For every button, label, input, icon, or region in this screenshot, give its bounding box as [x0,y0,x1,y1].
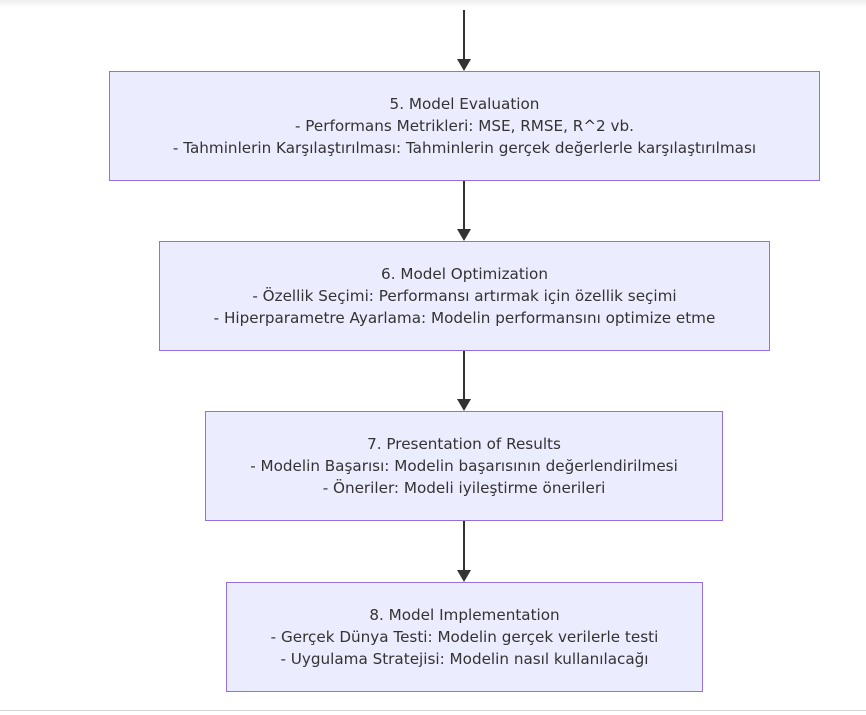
node-line: - Hiperparametre Ayarlama: Modelin perfo… [213,309,716,327]
node-title: 7. Presentation of Results [367,435,561,453]
node-line: - Tahminlerin Karşılaştırılması: Tahminl… [172,139,757,157]
top-edge-shadow [0,0,866,8]
bottom-divider [0,710,866,711]
node-line: - Modelin Başarısı: Modelin başarısının … [250,457,678,475]
arrowhead-5 [457,59,471,71]
node-model-optimization[interactable]: 6. Model Optimization - Özellik Seçimi: … [159,241,770,351]
node-title: 6. Model Optimization [381,265,548,283]
node-line: - Özellik Seçimi: Performansı artırmak i… [252,287,677,305]
node-presentation-of-results[interactable]: 7. Presentation of Results - Modelin Baş… [205,411,723,521]
node-line: - Performans Metrikleri: MSE, RMSE, R^2 … [295,117,634,135]
node-line: - Uygulama Stratejisi: Modelin nasıl kul… [280,650,649,668]
node-title: 5. Model Evaluation [389,95,540,113]
arrowhead-7 [457,399,471,411]
node-model-implementation[interactable]: 8. Model Implementation - Gerçek Dünya T… [226,582,703,692]
node-model-evaluation[interactable]: 5. Model Evaluation - Performans Metrikl… [109,71,820,181]
node-line: - Öneriler: Modeli iyileştirme önerileri [322,479,606,497]
arrowhead-8 [457,570,471,582]
arrowhead-6 [457,229,471,241]
node-title: 8. Model Implementation [369,606,560,624]
node-line: - Gerçek Dünya Testi: Modelin gerçek ver… [270,628,659,646]
